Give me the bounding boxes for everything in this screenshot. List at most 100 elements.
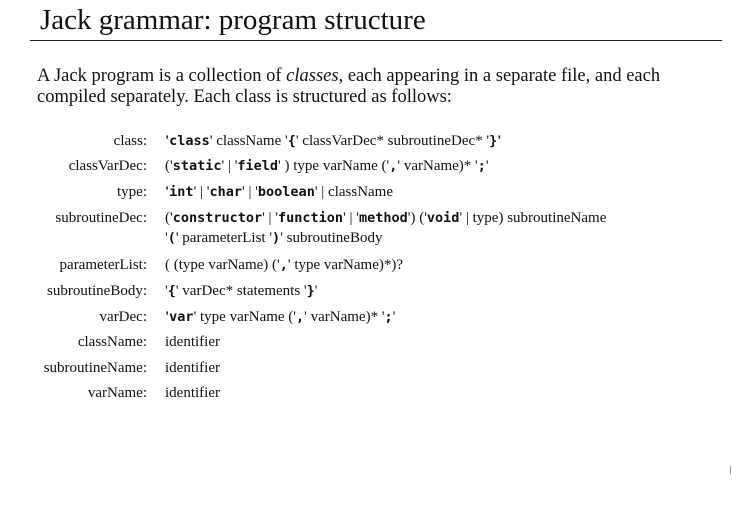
rule-name: subroutineDec:	[55, 210, 147, 226]
intro-paragraph: A Jack program is a collection of classe…	[37, 66, 677, 108]
grammar-keyword: }	[306, 283, 315, 299]
grammar-text: '	[314, 283, 318, 299]
grammar-keyword: constructor	[172, 210, 263, 226]
rule-definition-line: identifier	[165, 358, 725, 378]
grammar-text: ' | '	[343, 210, 359, 226]
grammar-text: ' ) type varName ('	[278, 158, 390, 174]
rule-definition-line: 'class' className '{' classVarDec* subro…	[165, 131, 725, 151]
grammar-rule-subroutinedec: subroutineDec: ('constructor' | 'functio…	[0, 208, 733, 246]
rule-definition-line: ('constructor' | 'function' | 'method') …	[165, 208, 725, 228]
intro-emphasis: classes	[286, 66, 339, 86]
grammar-rule-subroutinebody: subroutineBody: '{' varDec* statements '…	[0, 281, 733, 301]
title-divider	[30, 40, 722, 41]
rule-name: className:	[77, 334, 147, 350]
grammar-keyword: (	[167, 230, 176, 246]
grammar-text: '	[165, 309, 170, 325]
grammar-keyword: class	[169, 133, 210, 149]
grammar-text: ' varName)* '	[397, 158, 478, 174]
grammar-keyword: ,	[296, 309, 305, 325]
grammar-rule-vardec: varDec: 'var' type varName (',' varName)…	[0, 307, 733, 327]
grammar-text: '	[165, 283, 168, 299]
rule-definition: identifier	[165, 358, 725, 378]
rule-name: parameterList:	[59, 257, 147, 273]
grammar-text: ' | '	[221, 158, 238, 174]
rule-definition: 'int' | 'char' | 'boolean' | className	[165, 182, 725, 202]
rule-name: type:	[117, 184, 147, 200]
grammar-text: '	[392, 309, 396, 325]
grammar-keyword: ,	[389, 158, 398, 174]
grammar-text: ' classVarDec* subroutineDec* '	[295, 133, 490, 149]
grammar-text: ' type varName)*)?	[287, 257, 404, 273]
grammar-text: '	[497, 133, 502, 149]
grammar-text: '	[165, 184, 170, 200]
grammar-keyword: ,	[279, 257, 288, 273]
grammar-text: ('	[165, 158, 173, 174]
rule-definition: ( (type varName) (',' type varName)*)?	[165, 255, 725, 275]
grammar-text: '	[165, 230, 168, 246]
edge-mark	[730, 466, 731, 474]
rule-definition-line: 'int' | 'char' | 'boolean' | className	[165, 182, 725, 202]
grammar-keyword: int	[169, 184, 194, 200]
rule-definition-line: 'var' type varName (',' varName)* ';'	[165, 307, 725, 327]
intro-text-before: A Jack program is a collection of	[37, 66, 287, 86]
intro-text-after: , each appearing in a separate file, and…	[37, 66, 661, 107]
rule-definition-line: ('static' | 'field' ) type varName (',' …	[165, 156, 725, 176]
grammar-text: ') ('	[407, 210, 427, 226]
grammar-keyword: method	[358, 210, 408, 226]
rule-name: subroutineBody:	[47, 283, 147, 299]
grammar-rule-class: class: 'class' className '{' classVarDec…	[0, 131, 733, 151]
grammar-keyword: )	[272, 230, 281, 246]
rule-definition-line: identifier	[165, 383, 725, 403]
grammar-keyword: void	[426, 210, 460, 226]
grammar-text: ' subroutineBody	[280, 230, 383, 246]
rule-definition-line: '{' varDec* statements '}'	[165, 281, 725, 301]
grammar-text: ' parameterList '	[175, 230, 273, 246]
grammar-text: identifier	[165, 334, 220, 350]
grammar-text: ' | '	[242, 184, 258, 200]
grammar-text: ('	[165, 210, 173, 226]
grammar-keyword: ;	[477, 158, 486, 174]
grammar-keyword: ;	[384, 309, 393, 325]
grammar-rule-type: type: 'int' | 'char' | 'boolean' | class…	[0, 182, 733, 202]
grammar-keyword: boolean	[257, 184, 315, 200]
grammar-text: ' | type) subroutineName	[459, 210, 607, 226]
rule-definition: identifier	[165, 332, 725, 352]
rule-definition: identifier	[165, 383, 725, 403]
grammar-keyword: char	[209, 184, 242, 200]
grammar-keyword: var	[169, 309, 194, 325]
rule-name: subroutineName:	[43, 360, 147, 376]
grammar-keyword: field	[237, 158, 279, 174]
grammar-text: ' varName)* '	[304, 309, 385, 325]
grammar-text: ' | className	[314, 184, 394, 200]
grammar-rule-parameterlist: parameterList: ( (type varName) (',' typ…	[0, 255, 733, 275]
grammar-text: '	[485, 158, 489, 174]
grammar-keyword: {	[287, 133, 296, 149]
rule-definition: 'var' type varName (',' varName)* ';'	[165, 307, 725, 327]
grammar-text: ' | '	[262, 210, 279, 226]
grammar-text: identifier	[165, 385, 220, 401]
rule-name: class:	[113, 133, 147, 149]
grammar-rule-classvardec: classVarDec: ('static' | 'field' ) type …	[0, 156, 733, 176]
rule-definition-line: ( (type varName) (',' type varName)*)?	[165, 255, 725, 275]
grammar-rule-classname: className: identifier	[0, 332, 733, 352]
slide-title: Jack grammar: program structure	[40, 4, 426, 36]
rule-definition: ('static' | 'field' ) type varName (',' …	[165, 156, 725, 176]
rule-definition-line: '(' parameterList ')' subroutineBody	[165, 228, 725, 248]
rule-name: classVarDec:	[68, 158, 147, 174]
grammar-text: ' className '	[209, 133, 288, 149]
grammar-keyword: }	[489, 133, 498, 149]
grammar-keyword: {	[167, 283, 176, 299]
rule-definition-line: identifier	[165, 332, 725, 352]
grammar-text: ( (type varName) ('	[165, 257, 280, 273]
grammar-text: ' | '	[193, 184, 210, 200]
rule-definition: '{' varDec* statements '}'	[165, 281, 725, 301]
rule-definition: 'class' className '{' classVarDec* subro…	[165, 131, 725, 151]
grammar-keyword: static	[172, 158, 222, 174]
grammar-text: '	[165, 133, 170, 149]
grammar-keyword: function	[278, 210, 344, 226]
grammar-text: ' type varName ('	[193, 309, 297, 325]
grammar-rule-subroutinename: subroutineName: identifier	[0, 358, 733, 378]
grammar-text: identifier	[165, 360, 220, 376]
grammar-text: ' varDec* statements '	[175, 283, 307, 299]
rule-definition: ('constructor' | 'function' | 'method') …	[165, 208, 725, 248]
